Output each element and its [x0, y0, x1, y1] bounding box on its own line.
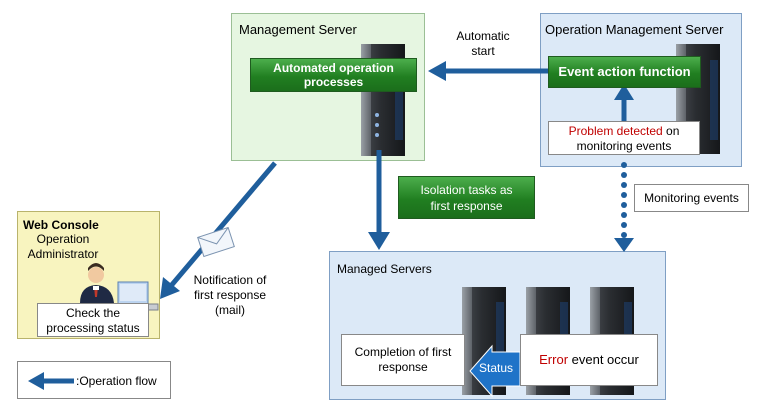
- operation-management-server-title: Operation Management Server: [545, 22, 724, 37]
- status-arrow: [469, 344, 521, 398]
- automatic-start-label: Automatic start: [446, 29, 520, 59]
- isolation-line2: first response: [430, 199, 503, 213]
- check-status-note: Check the processing status: [37, 303, 149, 337]
- notification-line3: (mail): [215, 303, 245, 317]
- automated-operation-processes-box: Automated operation processes: [250, 58, 417, 92]
- process-label-line1: Automated operation: [273, 61, 394, 75]
- problem-detected-note: Problem detected on monitoring events: [548, 121, 700, 155]
- management-server-title: Management Server: [239, 22, 357, 37]
- check-line2: processing status: [46, 321, 140, 335]
- monitoring-events-arrow: [614, 162, 634, 252]
- isolation-tasks-box: Isolation tasks as first response: [398, 176, 535, 219]
- monitoring-events-label: Monitoring events: [644, 191, 739, 205]
- error-event-note: Error event occur: [520, 334, 658, 386]
- automatic-start-line1: Automatic: [456, 29, 510, 43]
- check-line1: Check the: [65, 306, 121, 320]
- notification-line1: Notification of: [193, 273, 267, 287]
- legend-arrow-icon: [28, 372, 74, 390]
- event-action-label: Event action function: [558, 64, 691, 79]
- status-label: Status: [478, 361, 514, 375]
- web-console-title: Web Console: [23, 218, 99, 232]
- error-red: Error: [539, 352, 569, 367]
- problem-to-event-arrow: [614, 84, 634, 121]
- completion-line1: Completion of first: [354, 345, 452, 359]
- operation-administrator-label: Operation Administrator: [20, 232, 106, 262]
- problem-detected-line2: monitoring events: [576, 139, 672, 153]
- automatic-start-arrow: [428, 61, 548, 81]
- error-rest: event occur: [568, 352, 639, 367]
- problem-detected-rest: on: [662, 124, 680, 138]
- automatic-start-line2: start: [471, 44, 495, 58]
- notification-line2: first response: [193, 288, 267, 302]
- isolation-line1: Isolation tasks as: [420, 183, 513, 197]
- monitoring-events-note: Monitoring events: [634, 184, 749, 212]
- problem-detected-red: Problem detected: [568, 124, 663, 138]
- completion-note: Completion of first response: [341, 334, 465, 386]
- role-line1: Operation: [36, 232, 90, 246]
- event-action-function-box: Event action function: [548, 56, 701, 88]
- managed-servers-title: Managed Servers: [337, 262, 432, 276]
- process-label-line2: processes: [303, 75, 364, 89]
- role-line2: Administrator: [27, 247, 99, 261]
- isolation-task-arrow: [368, 150, 390, 250]
- legend-label: :Operation flow: [76, 374, 157, 388]
- completion-line2: response: [378, 360, 428, 374]
- notification-label: Notification of first response (mail): [180, 273, 280, 318]
- mail-envelope-icon: [197, 226, 235, 258]
- notification-arrow: [160, 161, 277, 299]
